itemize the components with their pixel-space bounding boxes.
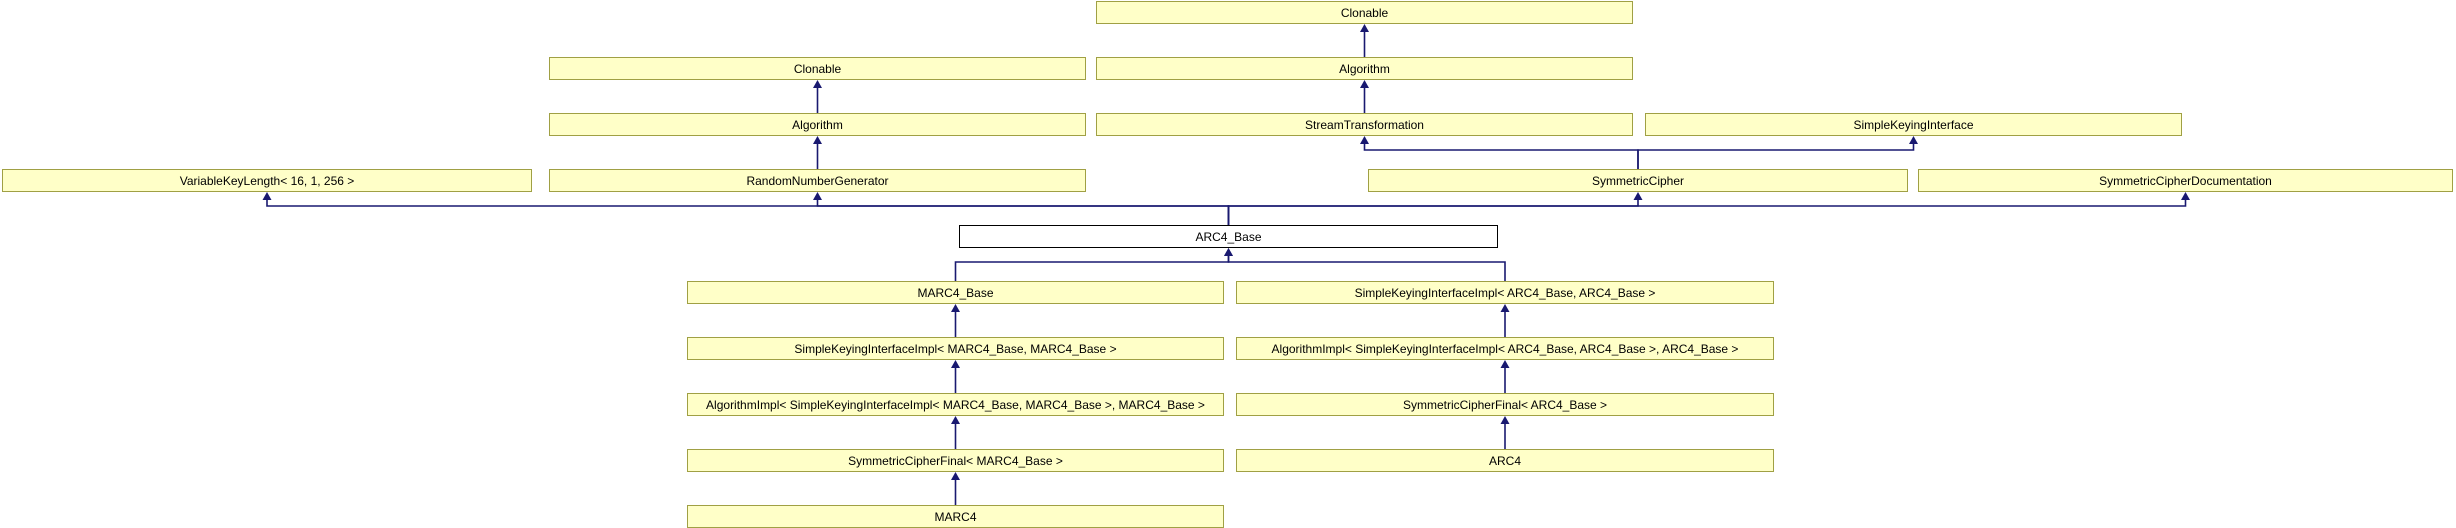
- inheritance-edge-symmetric-cipher-to-simple-keying-interface: [1637, 144, 1915, 169]
- class-node-label-arc4: ARC4: [1488, 453, 1521, 468]
- class-node-label-symmetric-cipher-documentation: SymmetricCipherDocumentation: [2099, 173, 2272, 188]
- class-node-label-symmetric-cipher-final-marc4: SymmetricCipherFinal< MARC4_Base >: [848, 453, 1063, 468]
- inheritance-arrowhead-icon: [813, 192, 822, 200]
- class-node-label-clonable-2: Clonable: [793, 61, 842, 76]
- class-node-label-ski-impl-marc4: SimpleKeyingInterfaceImpl< MARC4_Base, M…: [794, 341, 1117, 356]
- class-node-algorithm-2[interactable]: Algorithm: [549, 113, 1086, 136]
- class-node-clonable-2[interactable]: Clonable: [549, 57, 1086, 80]
- class-node-arc4-base: ARC4_Base: [959, 225, 1498, 248]
- class-node-label-symmetric-cipher: SymmetricCipher: [1591, 173, 1684, 188]
- class-node-label-clonable-1: Clonable: [1340, 5, 1389, 20]
- class-node-label-algorithm-impl-marc4: AlgorithmImpl< SimpleKeyingInterfaceImpl…: [706, 397, 1205, 412]
- class-node-label-algorithm-2: Algorithm: [792, 117, 843, 132]
- inheritance-edge-ski-impl-arc4-to-arc4-base: [1227, 256, 1506, 281]
- inheritance-arrowhead-icon: [1360, 24, 1369, 32]
- inheritance-arrowhead-icon: [1500, 416, 1510, 424]
- inheritance-arrowhead-icon: [262, 192, 272, 200]
- class-node-label-marc4-base: MARC4_Base: [917, 285, 994, 300]
- class-node-symmetric-cipher[interactable]: SymmetricCipher: [1368, 169, 1908, 192]
- class-node-symmetric-cipher-documentation[interactable]: SymmetricCipherDocumentation: [1918, 169, 2453, 192]
- class-node-clonable-1[interactable]: Clonable: [1096, 1, 1633, 24]
- inheritance-edge-arc4-base-to-symmetric-cipher: [1227, 200, 1639, 225]
- inheritance-edge-symmetric-cipher-to-stream-transformation: [1363, 144, 1639, 169]
- inheritance-arrowhead-icon: [1360, 136, 1369, 144]
- class-node-label-random-number-generator: RandomNumberGenerator: [746, 173, 889, 188]
- class-node-simple-keying-interface[interactable]: SimpleKeyingInterface: [1645, 113, 2182, 136]
- class-node-algorithm-impl-arc4[interactable]: AlgorithmImpl< SimpleKeyingInterfaceImpl…: [1236, 337, 1774, 360]
- class-node-label-ski-impl-arc4: SimpleKeyingInterfaceImpl< ARC4_Base, AR…: [1354, 285, 1656, 300]
- inheritance-arrowhead-icon: [1224, 248, 1233, 256]
- inheritance-arrowhead-icon: [1360, 80, 1369, 88]
- inheritance-arrowhead-icon: [951, 360, 960, 368]
- class-node-algorithm-impl-marc4[interactable]: AlgorithmImpl< SimpleKeyingInterfaceImpl…: [687, 393, 1224, 416]
- class-node-ski-impl-marc4[interactable]: SimpleKeyingInterfaceImpl< MARC4_Base, M…: [687, 337, 1224, 360]
- inheritance-arrowhead-icon: [2181, 192, 2190, 200]
- inheritance-arrowhead-icon: [951, 304, 960, 312]
- class-node-random-number-generator[interactable]: RandomNumberGenerator: [549, 169, 1086, 192]
- class-node-label-simple-keying-interface: SimpleKeyingInterface: [1853, 117, 1974, 132]
- class-node-label-symmetric-cipher-final-arc4: SymmetricCipherFinal< ARC4_Base >: [1402, 397, 1608, 412]
- inheritance-arrowhead-icon: [1633, 192, 1643, 200]
- class-node-label-marc4: MARC4: [934, 509, 977, 524]
- class-node-label-arc4-base: ARC4_Base: [1195, 229, 1262, 244]
- class-node-arc4[interactable]: ARC4: [1236, 449, 1774, 472]
- inheritance-arrowhead-icon: [1500, 304, 1510, 312]
- class-node-stream-transformation[interactable]: StreamTransformation: [1096, 113, 1633, 136]
- inheritance-arrowhead-icon: [1500, 360, 1510, 368]
- class-node-ski-impl-arc4[interactable]: SimpleKeyingInterfaceImpl< ARC4_Base, AR…: [1236, 281, 1774, 304]
- class-node-label-algorithm-1: Algorithm: [1339, 61, 1390, 76]
- class-node-label-variable-key-length: VariableKeyLength< 16, 1, 256 >: [179, 173, 355, 188]
- inheritance-arrowhead-icon: [813, 80, 822, 88]
- class-node-symmetric-cipher-final-marc4[interactable]: SymmetricCipherFinal< MARC4_Base >: [687, 449, 1224, 472]
- class-node-marc4-base[interactable]: MARC4_Base: [687, 281, 1224, 304]
- inheritance-edge-marc4-base-to-arc4-base: [954, 256, 1230, 281]
- class-node-label-stream-transformation: StreamTransformation: [1305, 117, 1424, 132]
- inheritance-arrowhead-icon: [813, 136, 822, 144]
- inheritance-edge-arc4-base-to-symmetric-cipher-documentation: [1227, 200, 2187, 225]
- class-node-symmetric-cipher-final-arc4[interactable]: SymmetricCipherFinal< ARC4_Base >: [1236, 393, 1774, 416]
- inheritance-arrowhead-icon: [951, 472, 960, 480]
- inheritance-edge-arc4-base-to-random-number-generator: [816, 200, 1230, 225]
- class-node-label-algorithm-impl-arc4: AlgorithmImpl< SimpleKeyingInterfaceImpl…: [1271, 341, 1739, 356]
- class-node-marc4[interactable]: MARC4: [687, 505, 1224, 528]
- inheritance-edge-arc4-base-to-variable-key-length: [266, 200, 1230, 225]
- class-node-algorithm-1[interactable]: Algorithm: [1096, 57, 1633, 80]
- inheritance-arrowhead-icon: [1909, 136, 1918, 144]
- inheritance-arrowhead-icon: [951, 416, 960, 424]
- class-node-variable-key-length[interactable]: VariableKeyLength< 16, 1, 256 >: [2, 169, 532, 192]
